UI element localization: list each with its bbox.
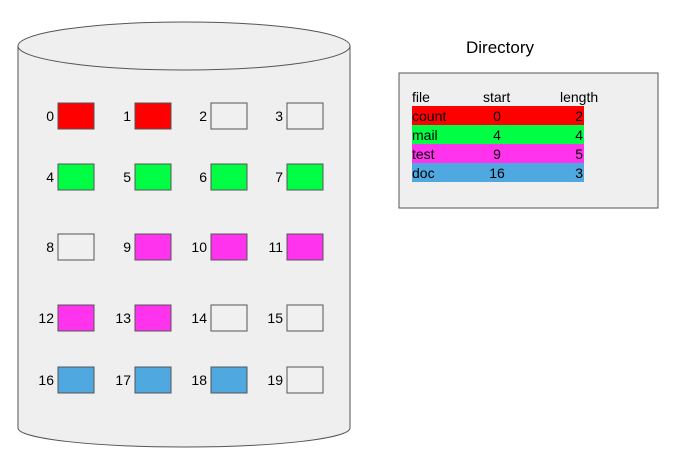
block-label-6: 6 bbox=[199, 169, 207, 185]
directory-row-mail bbox=[412, 125, 584, 144]
disk-cylinder bbox=[17, 21, 351, 448]
disk-block-13 bbox=[134, 304, 172, 332]
disk-block-8 bbox=[57, 233, 95, 261]
directory-start-mail: 4 bbox=[493, 127, 501, 143]
disk-block-3 bbox=[286, 102, 324, 130]
directory-rows: count 0 2 mail 4 4 test 9 5 doc 16 3 bbox=[412, 106, 584, 182]
block-label-19: 19 bbox=[267, 372, 283, 388]
disk-block-11 bbox=[286, 233, 324, 261]
directory-start-doc: 16 bbox=[489, 165, 505, 181]
directory-start-test: 9 bbox=[493, 146, 501, 162]
directory-file-test: test bbox=[412, 146, 435, 162]
disk-block-9 bbox=[134, 233, 172, 261]
disk-block-0 bbox=[57, 102, 95, 130]
cylinder-top bbox=[17, 21, 351, 71]
directory-row-test bbox=[412, 144, 584, 163]
directory-row-count bbox=[412, 106, 584, 125]
block-label-13: 13 bbox=[115, 310, 131, 326]
disk-block-6 bbox=[210, 163, 248, 191]
block-label-10: 10 bbox=[191, 239, 207, 255]
disk-block-10 bbox=[210, 233, 248, 261]
block-label-11: 11 bbox=[268, 239, 283, 255]
disk-block-5 bbox=[134, 163, 172, 191]
block-label-16: 16 bbox=[38, 372, 54, 388]
disk-block-14 bbox=[210, 304, 248, 332]
disk-block-1 bbox=[134, 102, 172, 130]
block-label-4: 4 bbox=[46, 169, 54, 185]
disk-block-12 bbox=[57, 304, 95, 332]
block-label-0: 0 bbox=[46, 108, 54, 124]
disk-block-16 bbox=[57, 366, 95, 394]
block-label-3: 3 bbox=[275, 108, 283, 124]
directory-length-count: 2 bbox=[575, 108, 583, 124]
block-label-14: 14 bbox=[191, 310, 207, 326]
block-label-5: 5 bbox=[123, 169, 131, 185]
disk-block-4 bbox=[57, 163, 95, 191]
disk-block-7 bbox=[286, 163, 324, 191]
directory-start-count: 0 bbox=[493, 108, 501, 124]
disk-block-18 bbox=[210, 366, 248, 394]
directory-title: Directory bbox=[466, 38, 535, 57]
block-label-9: 9 bbox=[123, 239, 131, 255]
cylinder-body bbox=[17, 46, 351, 448]
block-label-7: 7 bbox=[275, 169, 283, 185]
directory-file-mail: mail bbox=[412, 127, 438, 143]
block-label-17: 17 bbox=[115, 372, 131, 388]
block-label-15: 15 bbox=[267, 310, 283, 326]
block-label-8: 8 bbox=[46, 239, 54, 255]
block-label-2: 2 bbox=[199, 108, 207, 124]
directory-file-count: count bbox=[412, 108, 446, 124]
header-file: file bbox=[412, 89, 430, 105]
directory-length-test: 5 bbox=[575, 146, 583, 162]
directory-length-doc: 3 bbox=[575, 165, 583, 181]
directory-file-doc: doc bbox=[412, 165, 435, 181]
disk-block-19 bbox=[286, 366, 324, 394]
directory-length-mail: 4 bbox=[575, 127, 583, 143]
block-label-18: 18 bbox=[191, 372, 207, 388]
block-label-1: 1 bbox=[123, 108, 131, 124]
block-label-12: 12 bbox=[38, 310, 54, 326]
directory-row-doc bbox=[412, 163, 584, 182]
header-length: length bbox=[560, 89, 598, 105]
disk-block-2 bbox=[210, 102, 248, 130]
header-start: start bbox=[483, 89, 510, 105]
disk-block-15 bbox=[286, 304, 324, 332]
disk-block-17 bbox=[134, 366, 172, 394]
